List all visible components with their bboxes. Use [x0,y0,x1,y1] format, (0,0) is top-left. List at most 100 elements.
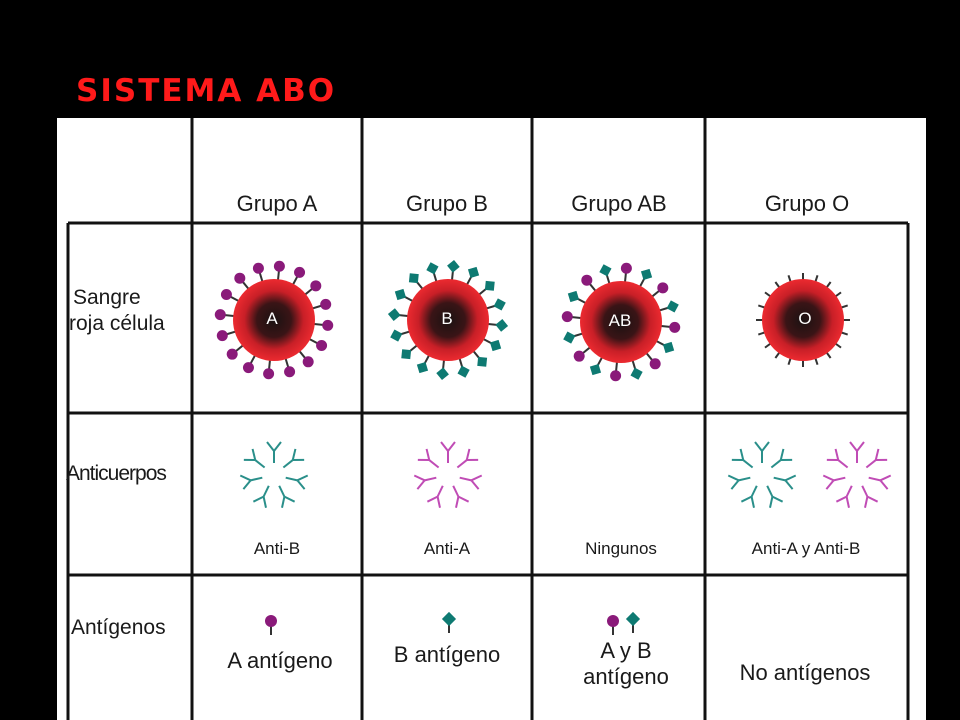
antibody-y [861,485,879,508]
antigen-ab-legend-a [607,615,619,635]
antigen-a-marker [226,343,246,360]
anti-a-antibodies-o [822,441,892,508]
antigen-a-marker [561,311,584,323]
antibody-y [822,474,846,490]
anti-a-antibodies [413,441,483,508]
antigen-a-marker [311,319,334,331]
antigen-a-marker [234,272,251,292]
antibody-y [773,474,797,490]
slide-title: SISTEMA ABO [76,73,337,109]
antibody-y [243,448,266,469]
antibody-y [868,474,892,490]
antigen-a-marker [307,337,328,352]
antibody-y [413,474,437,490]
column-header-grupo-o: Grupo O [764,191,850,216]
antigen-a-marker [649,282,669,299]
anti-b-antibodies-o [727,441,797,508]
antibody-y [417,448,440,469]
column-header-grupo-b: Grupo B [406,191,488,216]
antigen-a-marker [252,262,264,284]
antigen-b-marker [638,268,653,289]
antigen-b-marker [485,319,509,332]
antigen-b-marker [416,353,431,374]
antibody-y [731,448,754,469]
antigen-b-marker [457,356,470,378]
antigen-b-marker [465,266,480,287]
antigen-b-marker [589,355,604,376]
antigen-b-marker [471,348,488,367]
antigen-b-marker [426,262,439,284]
antibody-y [252,485,270,508]
column-header-grupo-a: Grupo A [236,191,318,216]
red-blood-cell-a [214,260,334,380]
antigen-b-marker [387,308,411,321]
table-grid [66,118,910,720]
cell-body [762,279,844,361]
antigen-a-marker [610,359,622,382]
antigen-b-marker [563,331,585,344]
antigen-label-a-y-b-line2: antígeno [583,664,669,689]
antigen-a-marker [242,353,257,374]
antigen-a-marker [310,298,332,310]
red-blood-cell-o [756,273,850,367]
antigen-b-marker [436,357,449,381]
cell-body [580,281,662,363]
antibody-y [826,448,849,469]
antigen-label-none: No antígenos [739,660,871,685]
cell-label-ab: AB [608,311,632,330]
cell-body [407,279,489,361]
antibody-y [266,441,282,463]
antigen-b-legend [441,611,457,633]
antibody-label-ningunos: Ningunos [585,539,657,558]
antibody-label-anti-b: Anti-B [253,539,301,558]
antigen-b-marker [481,337,502,352]
antigen-a-marker [273,260,285,283]
antibody-y [440,441,456,463]
antibody-y [282,448,305,469]
antigen-a-marker [297,348,314,368]
row-label-cell-line2: roja célula [69,312,165,335]
antibody-y [770,448,793,469]
antigen-label-b: B antígeno [393,642,501,667]
antibody-y [426,485,444,508]
antibody-y [456,448,479,469]
antigen-a-marker [220,288,241,303]
antigen-a-marker [658,321,681,333]
antigen-a-legend [265,615,277,635]
antigen-b-marker [654,339,675,354]
antigen-label-a-y-b-line1: A y B [600,638,652,663]
antibody-y [849,441,865,463]
antibody-y [459,474,483,490]
red-blood-cell-b [387,259,509,381]
antigen-b-marker [567,290,588,305]
antibody-y [740,485,758,508]
abo-diagram: Grupo A Grupo B Grupo AB Grupo O Sangre … [57,118,926,720]
antigen-b-marker [394,288,415,303]
antibody-y [766,485,784,508]
antigen-a-marker [263,357,275,380]
antigen-b-marker [447,259,460,283]
row-label-antibodies: Anticuerpos [66,462,167,485]
antigen-b-marker [390,329,412,342]
antibody-y [865,448,888,469]
diagram-svg [66,118,910,720]
row-label-cell-line1: Sangre [73,286,141,309]
antigen-b-marker [476,280,495,297]
antigen-b-marker [630,358,643,380]
cell-body [233,279,315,361]
antibody-y [727,474,751,490]
antigen-a-marker [573,345,593,362]
red-blood-cell-ab [561,262,681,382]
cell-label-o: O [798,309,812,328]
antigen-a-marker [644,350,661,370]
antigen-label-a: A antígeno [227,648,333,673]
antigen-a-marker [302,280,322,297]
antibody-label-anti-a-y-anti-b: Anti-A y Anti-B [751,539,861,558]
antigen-b-marker [408,273,425,292]
antigen-b-marker [401,343,420,360]
antigen-b-marker [657,300,679,313]
row-label-antigens: Antígenos [71,616,166,639]
antibody-y [239,474,263,490]
antigen-b-marker [484,298,506,311]
antigen-a-marker [291,266,306,287]
